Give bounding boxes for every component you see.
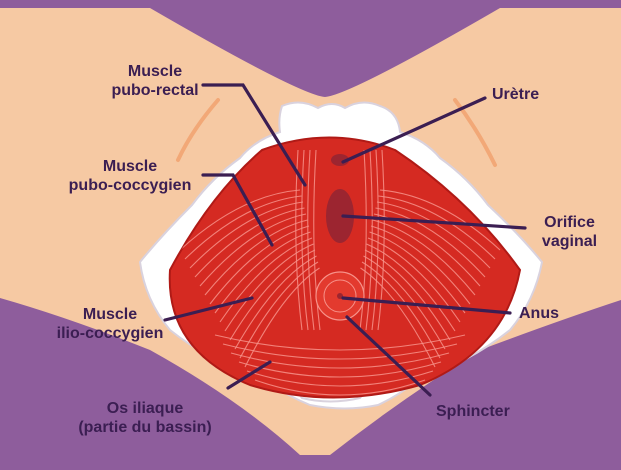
label-anus-text: Anus	[519, 304, 559, 323]
label-pubo-coccygien-line2: pubo-coccygien	[55, 176, 205, 195]
label-pubo-rectal-line1: Muscle	[100, 62, 210, 81]
label-ilio-coccygien-line1: Muscle	[45, 305, 175, 324]
label-sphincter: Sphincter	[436, 402, 510, 421]
label-orifice-vaginal-line2: vaginal	[532, 232, 607, 251]
label-orifice-vaginal: Orifice vaginal	[532, 213, 607, 251]
label-pubo-rectal: Muscle pubo-rectal	[100, 62, 210, 100]
label-pubo-rectal-line2: pubo-rectal	[100, 81, 210, 100]
label-os-iliaque-line1: Os iliaque	[60, 399, 230, 418]
label-ilio-coccygien: Muscle ilio-coccygien	[45, 305, 175, 343]
label-ilio-coccygien-line2: ilio-coccygien	[45, 324, 175, 343]
label-orifice-vaginal-line1: Orifice	[532, 213, 607, 232]
label-pubo-coccygien: Muscle pubo-coccygien	[55, 157, 205, 195]
label-os-iliaque: Os iliaque (partie du bassin)	[60, 399, 230, 437]
label-anus: Anus	[519, 304, 559, 323]
label-uretre: Urètre	[492, 85, 539, 104]
label-pubo-coccygien-line1: Muscle	[55, 157, 205, 176]
label-uretre-text: Urètre	[492, 85, 539, 104]
label-os-iliaque-line2: (partie du bassin)	[60, 418, 230, 437]
label-sphincter-text: Sphincter	[436, 402, 510, 421]
